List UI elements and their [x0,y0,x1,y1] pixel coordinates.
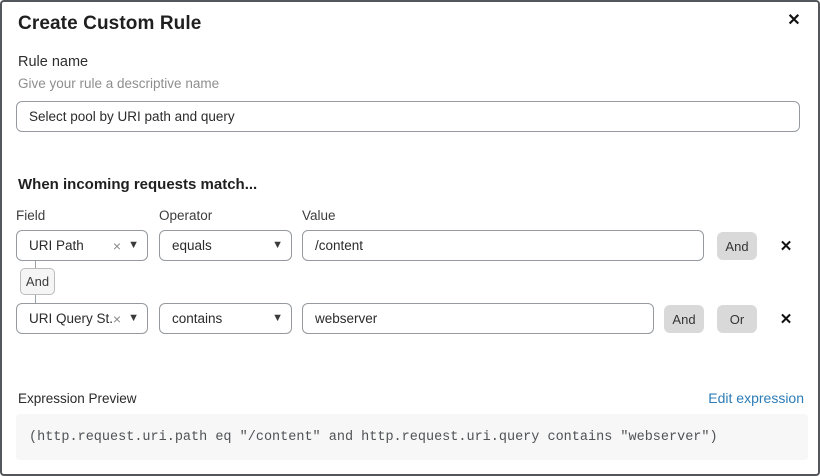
chevron-down-icon[interactable]: ▼ [272,312,283,324]
field-select-row1[interactable]: URI Path × ▼ [16,230,148,261]
value-input-row1[interactable] [302,230,704,261]
connector-and-chip[interactable]: And [20,268,55,295]
chevron-down-icon[interactable]: ▼ [128,312,139,324]
rule-name-input[interactable] [16,101,800,132]
or-button-row2[interactable]: Or [717,305,757,333]
field-select-row2-value: URI Query St... [29,311,113,326]
operator-select-row2[interactable]: contains ▼ [159,303,292,334]
close-icon[interactable]: ✕ [787,12,801,29]
match-section-heading: When incoming requests match... [18,176,258,193]
operator-select-row2-value: contains [172,311,223,326]
operator-select-row1[interactable]: equals ▼ [159,230,292,261]
delete-row1-icon[interactable]: ✕ [779,238,793,255]
operator-column-label: Operator [159,208,213,223]
connector-line-top [35,261,36,268]
operator-select-row1-value: equals [172,238,212,253]
expression-code-block: (http.request.uri.path eq "/content" and… [16,414,808,460]
edit-expression-link[interactable]: Edit expression [708,390,804,406]
and-button-row1[interactable]: And [717,232,757,260]
connector-line-bottom [35,295,36,303]
page-title: Create Custom Rule [18,13,202,34]
rule-name-label: Rule name [18,54,89,70]
clear-selection-icon[interactable]: × [112,310,122,327]
chevron-down-icon[interactable]: ▼ [272,239,283,251]
clear-selection-icon[interactable]: × [112,237,122,254]
value-column-label: Value [302,208,336,223]
value-input-row2[interactable] [302,303,654,334]
delete-row2-icon[interactable]: ✕ [779,311,793,328]
and-button-row2[interactable]: And [664,305,704,333]
field-column-label: Field [16,208,46,223]
field-select-row2[interactable]: URI Query St... × ▼ [16,303,148,334]
field-select-row1-value: URI Path [29,238,84,253]
rule-name-helper-text: Give your rule a descriptive name [18,76,220,91]
expression-preview-label: Expression Preview [18,391,137,406]
chevron-down-icon[interactable]: ▼ [128,239,139,251]
expression-code-text: (http.request.uri.path eq "/content" and… [29,429,718,445]
